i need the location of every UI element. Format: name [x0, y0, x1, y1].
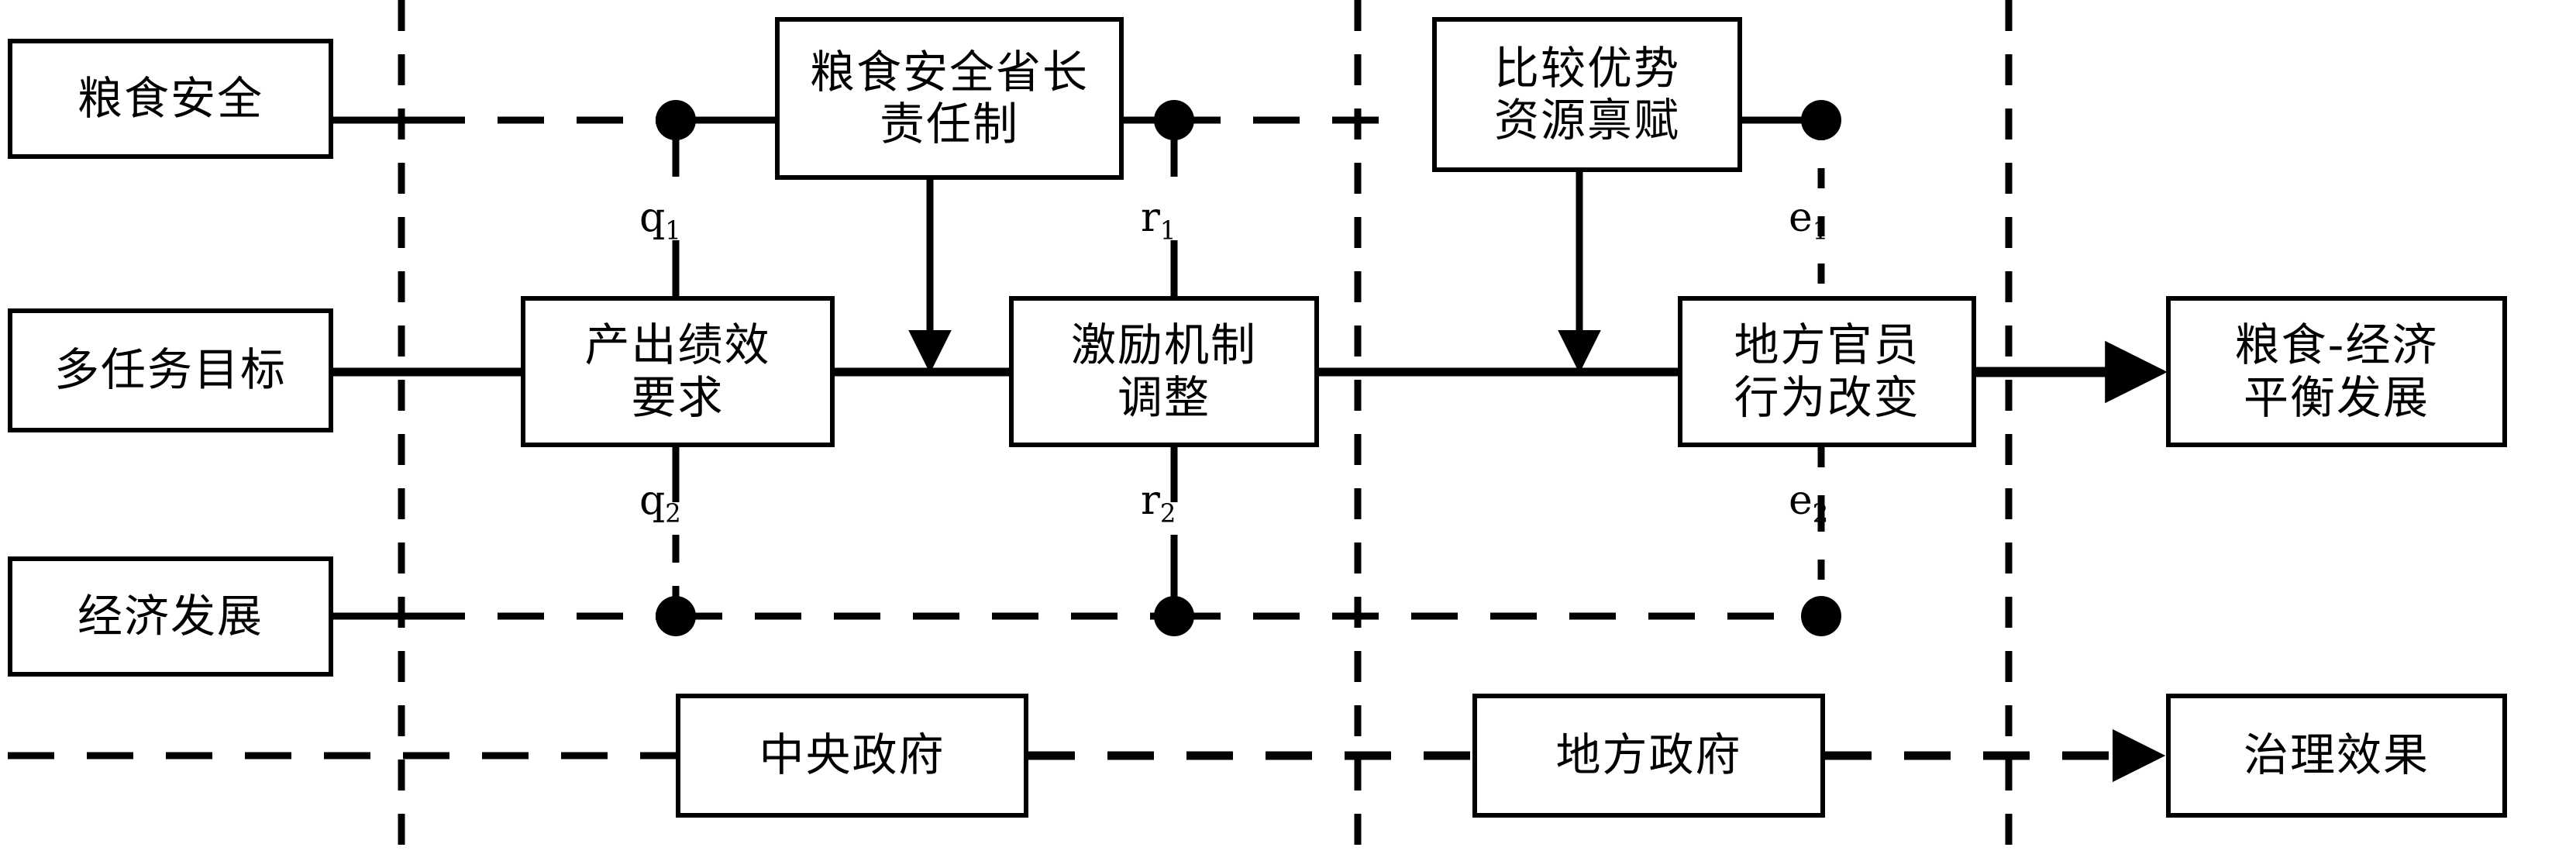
- edge-label-q1-base: q: [639, 195, 666, 241]
- dot-e1: [1801, 100, 1841, 140]
- node-balanced-development[interactable]: 粮食-经济 平衡发展: [2166, 296, 2507, 447]
- node-local-government[interactable]: 地方政府: [1472, 694, 1825, 818]
- node-comparative-advantage[interactable]: 比较优势 资源禀赋: [1432, 17, 1742, 172]
- dot-e2: [1801, 596, 1841, 636]
- node-multitask-goal[interactable]: 多任务目标: [8, 308, 333, 432]
- dot-q1: [656, 100, 696, 140]
- edge-label-e1-base: e: [1789, 195, 1813, 241]
- node-economic-development[interactable]: 经济发展: [8, 556, 333, 677]
- dot-r2: [1154, 596, 1194, 636]
- node-governor-responsibility[interactable]: 粮食安全省长 责任制: [775, 17, 1124, 180]
- edge-label-q1: q1: [639, 198, 681, 243]
- edge-label-e2-base: e: [1789, 477, 1813, 524]
- edge-label-r1-base: r: [1141, 195, 1160, 241]
- dot-r1: [1154, 100, 1194, 140]
- edge-label-r1: r1: [1141, 198, 1176, 243]
- edge-label-q2-sub: 2: [665, 498, 681, 529]
- edge-label-r1-sub: 1: [1159, 215, 1176, 246]
- dot-q2: [656, 596, 696, 636]
- edge-label-r2-sub: 2: [1159, 498, 1176, 529]
- node-governance-effect[interactable]: 治理效果: [2166, 694, 2507, 818]
- edge-label-q2-base: q: [639, 477, 666, 524]
- node-output-performance[interactable]: 产出绩效 要求: [521, 296, 835, 447]
- edge-label-e2-sub: 2: [1812, 498, 1829, 529]
- edge-label-r2-base: r: [1141, 477, 1160, 524]
- edge-label-e1: e1: [1789, 198, 1828, 243]
- node-incentive-adjustment[interactable]: 激励机制 调整: [1009, 296, 1319, 447]
- node-central-government[interactable]: 中央政府: [676, 694, 1028, 818]
- node-official-behavior[interactable]: 地方官员 行为改变: [1678, 296, 1976, 447]
- edge-label-q1-sub: 1: [665, 215, 681, 246]
- node-food-security[interactable]: 粮食安全: [8, 39, 333, 159]
- edge-label-r2: r2: [1141, 480, 1176, 526]
- edge-label-e2: e2: [1789, 480, 1828, 526]
- edge-label-q2: q2: [639, 480, 681, 526]
- edge-label-e1-sub: 1: [1812, 215, 1829, 246]
